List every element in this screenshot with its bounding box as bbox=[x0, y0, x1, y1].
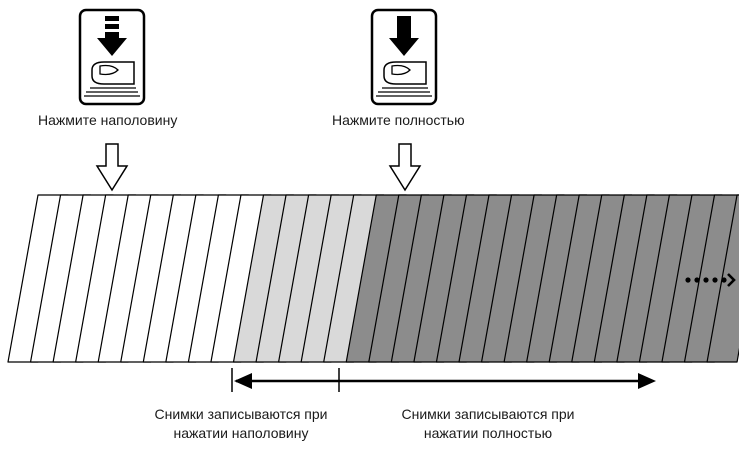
half-recorded-caption-line2: нажатии наполовину bbox=[173, 425, 309, 441]
recording-range-timeline bbox=[231, 368, 656, 392]
full-press-pointer-arrow-icon bbox=[388, 143, 422, 192]
half-press-pointer-arrow-icon bbox=[95, 143, 129, 192]
full-recorded-caption: Снимки записываются при нажатии полность… bbox=[383, 406, 593, 441]
frame-full-recorded bbox=[683, 194, 739, 363]
frame-sequence bbox=[7, 194, 739, 363]
full-recorded-caption-line1: Снимки записываются при bbox=[401, 406, 575, 422]
full-press-label: Нажмите полностью bbox=[332, 112, 465, 128]
shutter-half-press-icon bbox=[78, 8, 146, 106]
shutter-full-press-icon bbox=[370, 8, 438, 106]
half-recorded-caption-line1: Снимки записываются при bbox=[154, 406, 328, 422]
timeline-right-arrowhead bbox=[638, 373, 656, 389]
timeline-left-arrowhead bbox=[234, 373, 252, 389]
half-press-label: Нажмите наполовину bbox=[38, 112, 178, 128]
half-recorded-caption: Снимки записываются при нажатии наполови… bbox=[136, 406, 346, 441]
full-recorded-caption-line2: нажатии полностью bbox=[423, 425, 553, 441]
dotted-continuation-arrow-icon bbox=[685, 273, 736, 287]
